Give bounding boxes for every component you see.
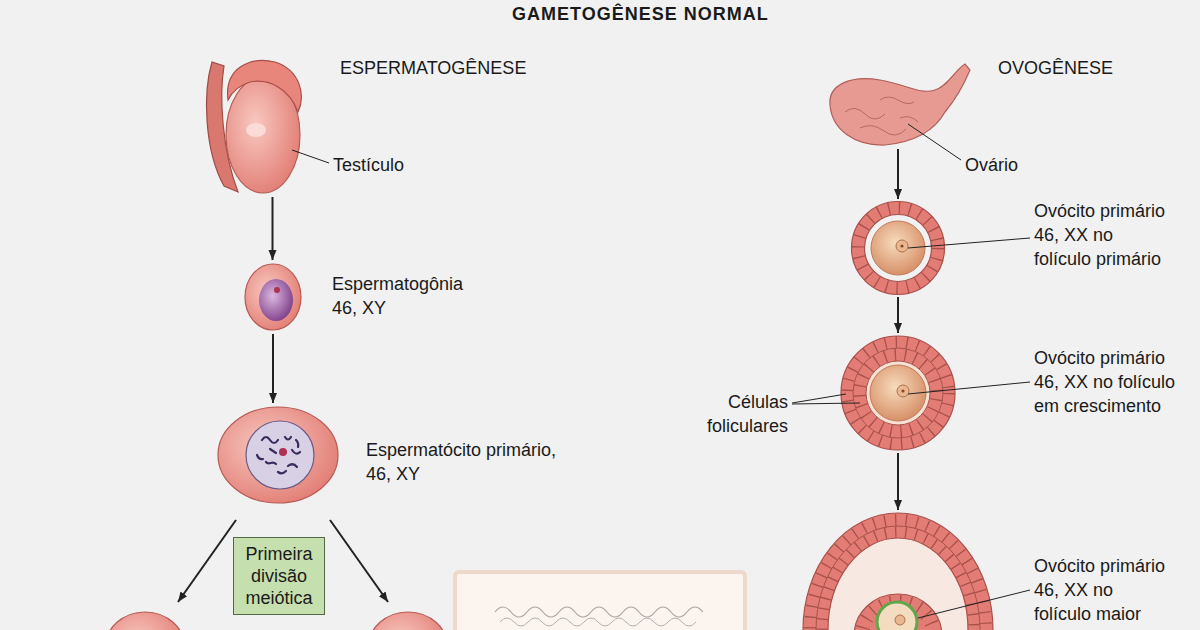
follicle-cell-borders xyxy=(860,355,937,432)
division-arrow xyxy=(330,520,388,602)
follicle-cells xyxy=(847,342,949,444)
antrum xyxy=(828,538,968,630)
cell-name: Ovócito primário 46, XX no folículo prim… xyxy=(1034,199,1169,271)
stage-arrow xyxy=(897,149,899,199)
part-label: Células foliculares xyxy=(692,390,788,438)
stage-arrow xyxy=(897,297,899,333)
cumulus xyxy=(854,594,942,630)
epididymis xyxy=(228,61,302,112)
follicle-cell-borders xyxy=(822,532,974,630)
follicle-outline xyxy=(852,202,945,295)
nucleolus xyxy=(279,448,287,456)
cell-label: Espermatogônia46, XY xyxy=(332,272,463,320)
nucleolus xyxy=(901,389,904,392)
follicle-node: Ovócito primário 46, XX no folículo em c… xyxy=(841,336,955,450)
nucleolus xyxy=(900,244,903,247)
leader-line xyxy=(908,238,1030,248)
cell-label: Ovócito primário 46, XX no folículo em c… xyxy=(1034,346,1184,418)
follicle-cells xyxy=(803,513,993,630)
cumulus-cell-borders xyxy=(862,602,934,630)
cell-name: 46, XY xyxy=(366,462,556,486)
leader-line xyxy=(908,382,1030,394)
oocyte xyxy=(877,602,917,630)
oocyte xyxy=(871,221,925,275)
cell-name: 46, XY xyxy=(332,296,463,320)
secondary-spermatocyte xyxy=(368,612,448,630)
follicle-outline xyxy=(841,336,955,450)
follicle-outline xyxy=(865,215,932,282)
follicle-cell-borders xyxy=(858,208,938,288)
cell-name: Espermatócito primário, xyxy=(366,438,556,462)
follicle-outline xyxy=(816,526,980,630)
cell-label: Testículo xyxy=(333,153,404,177)
oocyte-nucleus xyxy=(897,385,909,397)
ovary-folds xyxy=(845,97,918,135)
section-heading: OVOGÊNESE xyxy=(998,56,1113,80)
oocyte-nucleus xyxy=(896,240,908,252)
cell-name: Ovário xyxy=(965,153,1018,177)
chromosomes xyxy=(257,437,300,473)
cell-label: Espermatócito primário,46, XY xyxy=(366,438,556,486)
nucleolus xyxy=(274,287,280,293)
cell-label: Ovócito primário 46, XX no folículo maio… xyxy=(1034,554,1169,626)
testis-node: Testículo xyxy=(226,62,300,194)
nucleus xyxy=(246,421,314,489)
stage-arrow xyxy=(272,334,274,403)
cell-name: Ovócito primário 46, XX no folículo maio… xyxy=(1034,554,1169,626)
follicle-cells xyxy=(860,355,937,432)
diagram-title: GAMETOGÊNESE NORMAL xyxy=(512,2,769,26)
leader-line xyxy=(918,590,1030,618)
division-arrow xyxy=(178,520,236,602)
spermatogonium-cell xyxy=(245,264,301,330)
stage-arrow xyxy=(897,453,899,510)
leader-line xyxy=(908,124,961,160)
follicle-outline xyxy=(853,348,943,438)
follicle-node: Ovócito primário 46, XX no folículo maio… xyxy=(803,513,993,630)
spermatocyte-node: Espermatócito primário,46, XY xyxy=(218,406,338,504)
secondary-spermatocyte xyxy=(105,612,185,630)
inset-drawing xyxy=(500,618,696,626)
inset-frame xyxy=(455,572,745,630)
cell-name: Espermatogônia xyxy=(332,272,463,296)
oocyte-nucleus xyxy=(895,615,905,625)
cell-name: Ovócito primário 46, XX no folículo em c… xyxy=(1034,346,1184,418)
follicle-node: Ovócito primário 46, XX no folículo prim… xyxy=(852,202,944,294)
cell-label: Ovócito primário 46, XX no folículo prim… xyxy=(1034,199,1169,271)
leader-line xyxy=(792,403,860,404)
follicle-cell-borders xyxy=(810,520,986,630)
ovary-node: Ovário xyxy=(830,62,965,146)
stage-arrow xyxy=(272,197,274,260)
inset-drawing xyxy=(495,607,703,617)
follicle-cell-borders xyxy=(847,342,949,444)
follicle-cells xyxy=(858,208,938,288)
cell-label: Ovário xyxy=(965,153,1018,177)
highlight xyxy=(246,123,266,137)
nucleus xyxy=(259,279,293,321)
spermatogonium-node: Espermatogônia46, XY xyxy=(245,263,301,331)
leader-line xyxy=(292,150,329,163)
box-text: Primeira divisão meiótica xyxy=(237,543,321,609)
leader-line xyxy=(792,394,846,403)
cell-name: Testículo xyxy=(333,153,404,177)
spermatocyte-cell xyxy=(218,407,338,503)
ovary-shape xyxy=(830,64,970,145)
section-heading: ESPERMATOGÊNESE xyxy=(340,56,526,80)
process-box: Primeira divisão meiótica xyxy=(233,537,325,615)
